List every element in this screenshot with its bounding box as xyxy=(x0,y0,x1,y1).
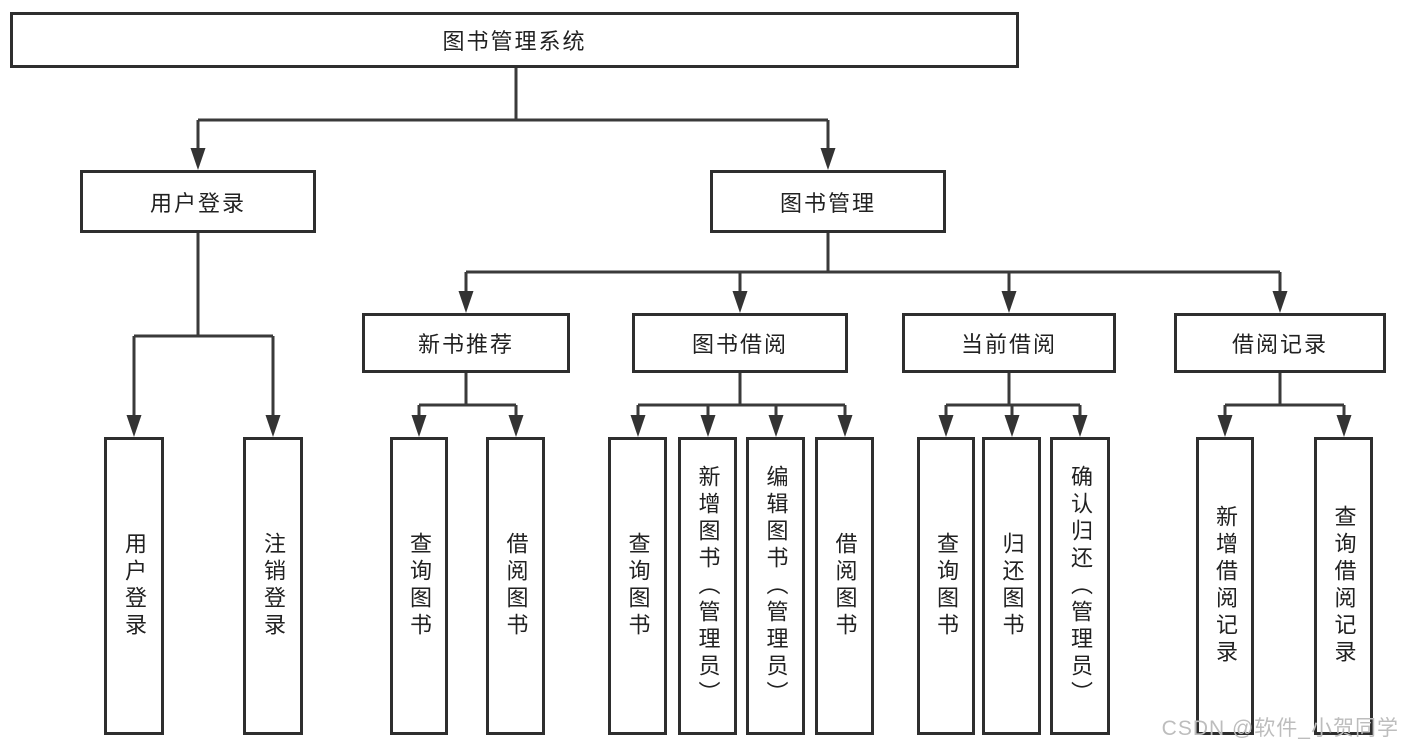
leaf-borrow-books-2: 借阅图书 xyxy=(815,437,874,735)
node-book-management: 图书管理 xyxy=(710,170,946,233)
node-book-borrowing: 图书借阅 xyxy=(632,313,848,373)
watermark: CSDN @软件_小贺同学 xyxy=(1161,717,1399,740)
leaf-query-books-2: 查询图书 xyxy=(608,437,667,735)
node-new-book-recommendation: 新书推荐 xyxy=(362,313,570,373)
node-current-borrowing: 当前借阅 xyxy=(902,313,1116,373)
node-user-login: 用户登录 xyxy=(80,170,316,233)
leaf-query-books-3: 查询图书 xyxy=(917,437,975,735)
leaf-query-borrow-record: 查询借阅记录 xyxy=(1314,437,1373,735)
leaf-return-book: 归还图书 xyxy=(982,437,1041,735)
leaf-add-book-admin: 新增图书（管理员） xyxy=(678,437,737,735)
leaf-query-books-1: 查询图书 xyxy=(390,437,448,735)
leaf-user-login: 用户登录 xyxy=(104,437,164,735)
leaf-borrow-books-1: 借阅图书 xyxy=(486,437,545,735)
leaf-logout: 注销登录 xyxy=(243,437,303,735)
leaf-confirm-return-admin: 确认归还（管理员） xyxy=(1050,437,1110,735)
leaf-add-borrow-record: 新增借阅记录 xyxy=(1196,437,1254,735)
node-borrowing-records: 借阅记录 xyxy=(1174,313,1386,373)
leaf-edit-book-admin: 编辑图书（管理员） xyxy=(746,437,805,735)
node-library-management-system: 图书管理系统 xyxy=(10,12,1019,68)
